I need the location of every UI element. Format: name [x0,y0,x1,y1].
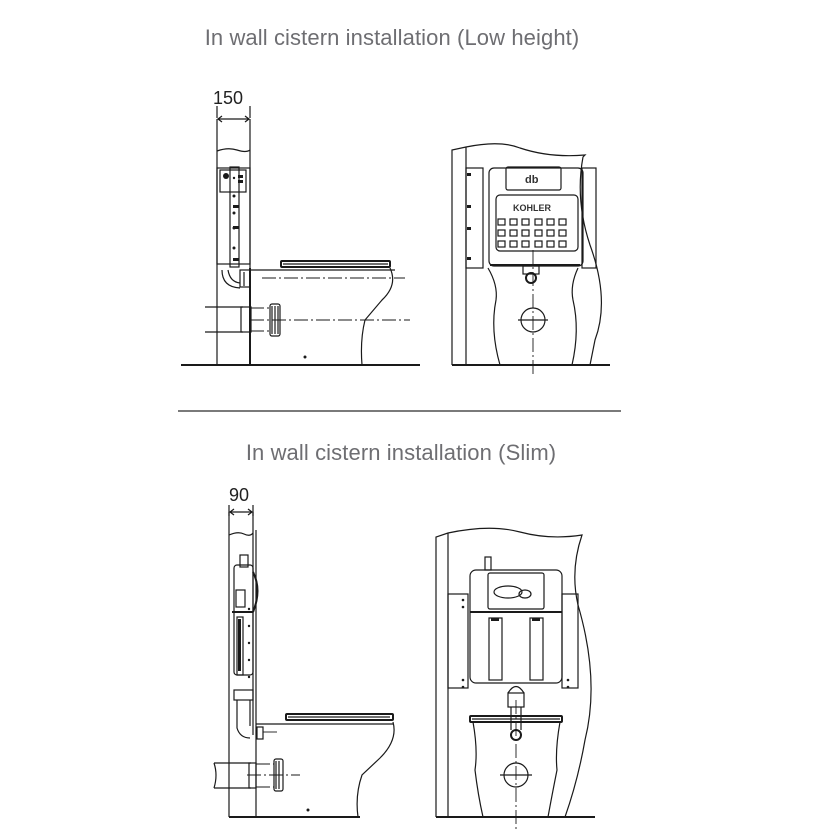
kohler-logo: KOHLER [513,203,552,213]
low-height-front-view: db KOHLER [451,143,610,375]
dual-flush-icon: db [525,174,539,186]
section-title-low-height: In wall cistern installation (Low height… [204,25,580,50]
slim-front-view [435,527,595,830]
dimension-label-150: 150 [213,88,244,108]
section-title-slim: In wall cistern installation (Slim) [245,440,557,465]
low-height-side-view [181,106,420,366]
slim-side-view [213,505,395,818]
dimension-label-90: 90 [229,485,250,505]
oval-flush-button-icon [493,585,532,599]
cistern-grid [497,218,567,248]
section-divider [178,410,621,412]
